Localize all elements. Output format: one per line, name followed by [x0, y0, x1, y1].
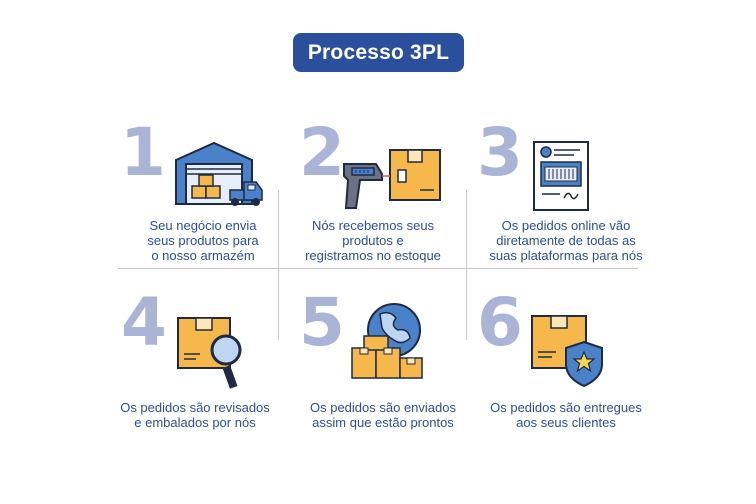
step-4-line-1: Os pedidos são revisados [120, 400, 270, 415]
step-1-description: Seu negócio envia seus produtos para o n… [128, 218, 278, 263]
step-4-description: Os pedidos são revisados e embalados por… [100, 400, 290, 430]
online-order-document-icon [533, 141, 589, 211]
step-3-description: Os pedidos online vão diretamente de tod… [466, 218, 666, 263]
step-5-description: Os pedidos são enviados assim que estão … [288, 400, 478, 430]
step-4-number: 4 [121, 284, 167, 361]
grid-divider-vertical-right [466, 190, 467, 340]
step-5-number: 5 [299, 284, 345, 361]
step-1-line-2: seus produtos para [147, 233, 259, 248]
step-3-line-2: diretamente de todas as [496, 233, 636, 248]
step-3-line-3: suas plataformas para nós [489, 248, 643, 263]
step-6-number: 6 [477, 284, 523, 361]
barcode-scanner-box-icon [343, 149, 441, 209]
step-5-line-2: assim que estão prontos [312, 415, 454, 430]
warehouse-truck-icon [175, 141, 263, 206]
step-3-number: 3 [477, 114, 523, 191]
box-shield-icon [531, 315, 603, 388]
step-3-line-1: Os pedidos online vão [501, 218, 631, 233]
step-2-number: 2 [299, 114, 345, 191]
step-2-line-1: Nós recebemos seus [311, 218, 435, 233]
step-6-line-1: Os pedidos são entregues [490, 400, 642, 415]
step-2-description: Nós recebemos seus produtos e registramo… [288, 218, 458, 263]
step-2-line-3: registramos no estoque [305, 248, 441, 263]
step-2-line-2: produtos e [342, 233, 404, 248]
box-magnifier-icon [177, 317, 242, 389]
grid-divider-vertical-left [278, 190, 279, 340]
step-6-line-2: aos seus clientes [516, 415, 616, 430]
step-1-line-3: o nosso armazém [151, 248, 255, 263]
step-6-description: Os pedidos são entregues aos seus client… [476, 400, 656, 430]
page-title: Processo 3PL [293, 33, 464, 72]
step-4-line-2: e embalados por nós [134, 415, 256, 430]
grid-divider-horizontal [118, 268, 638, 269]
globe-boxes-icon [351, 303, 423, 379]
step-5-line-1: Os pedidos são enviados [310, 400, 456, 415]
step-1-number: 1 [120, 114, 166, 191]
step-1-line-1: Seu negócio envia [149, 218, 257, 233]
